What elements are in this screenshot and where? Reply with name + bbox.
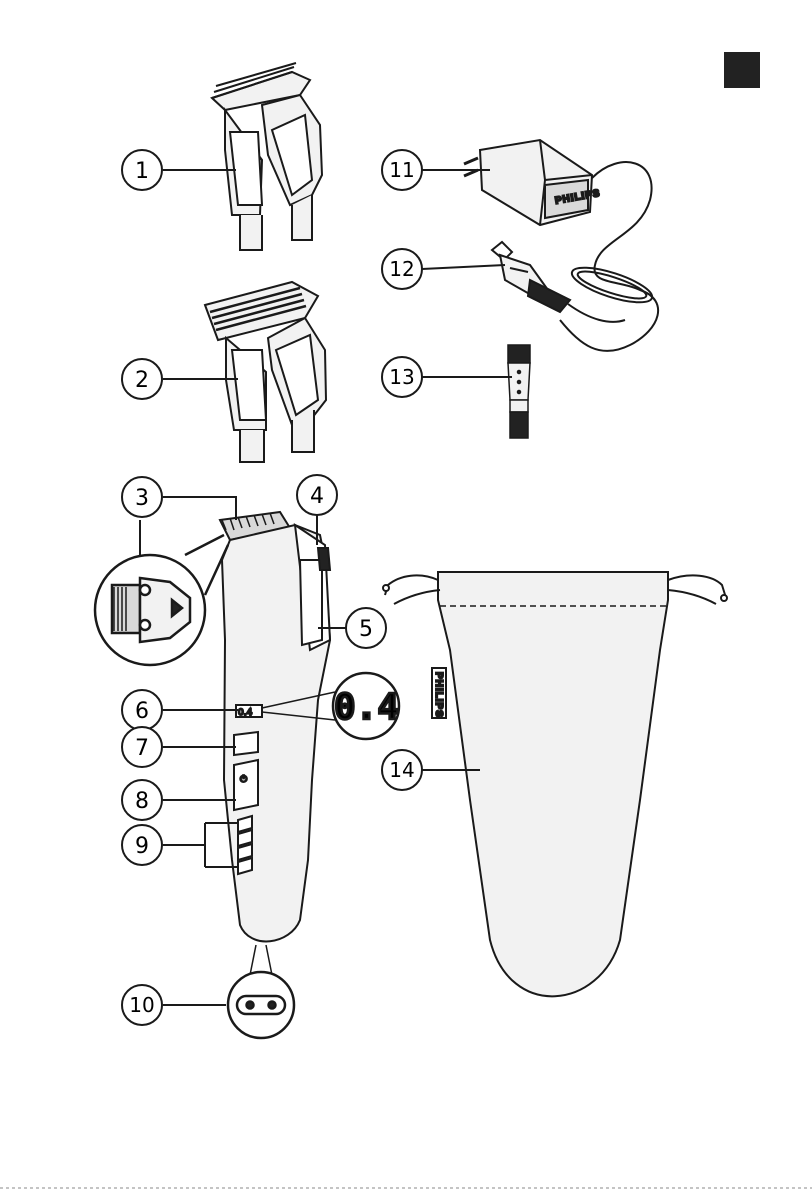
- language-tab-marker: [724, 52, 760, 88]
- callout-8: 8: [122, 780, 162, 820]
- svg-text:14: 14: [389, 758, 414, 782]
- callout-2: 2: [122, 359, 162, 399]
- callout-9: 9: [122, 825, 162, 865]
- svg-text:3: 3: [135, 486, 149, 511]
- svg-text:8: 8: [135, 789, 149, 814]
- socket-detail-inset: [228, 945, 294, 1038]
- svg-text:1: 1: [135, 159, 149, 184]
- callout-13: 13: [382, 357, 422, 397]
- svg-text:6: 6: [135, 699, 149, 724]
- callout-4: 4: [297, 475, 337, 515]
- svg-text:7: 7: [135, 736, 149, 761]
- callout-7: 7: [122, 727, 162, 767]
- cleaning-brush-illustration: [508, 345, 530, 438]
- callout-1: 1: [122, 150, 162, 190]
- power-button-symbol: ⏻: [240, 774, 247, 785]
- svg-text:10: 10: [129, 993, 154, 1017]
- svg-text:12: 12: [389, 257, 414, 281]
- trimmer-body-illustration: 0.4 ⏻: [220, 512, 330, 941]
- svg-text:13: 13: [389, 365, 414, 389]
- callout-3: 3: [122, 477, 162, 517]
- svg-text:11: 11: [389, 158, 414, 182]
- svg-text:5: 5: [359, 617, 373, 642]
- callout-10: 10: [122, 985, 162, 1025]
- storage-pouch-illustration: PHILIPS: [383, 572, 727, 996]
- blade-detail-inset: [95, 535, 228, 665]
- callout-11: 11: [382, 150, 422, 190]
- callout-12: 12: [382, 249, 422, 289]
- svg-text:9: 9: [135, 834, 149, 859]
- appliance-plug-illustration: [492, 242, 656, 322]
- pouch-brand-text: PHILIPS: [433, 672, 444, 718]
- callout-6: 6: [122, 690, 162, 730]
- callout-14: 14: [382, 750, 422, 790]
- display-value-large: 0.4: [334, 687, 399, 728]
- svg-text:2: 2: [135, 368, 149, 393]
- comb-2-illustration: [205, 282, 326, 462]
- callout-5: 5: [346, 608, 386, 648]
- adapter-illustration: PHILIPS: [464, 140, 658, 351]
- handle-display-small: 0.4: [238, 708, 253, 718]
- svg-text:4: 4: [310, 484, 324, 509]
- comb-1-illustration: [212, 63, 322, 250]
